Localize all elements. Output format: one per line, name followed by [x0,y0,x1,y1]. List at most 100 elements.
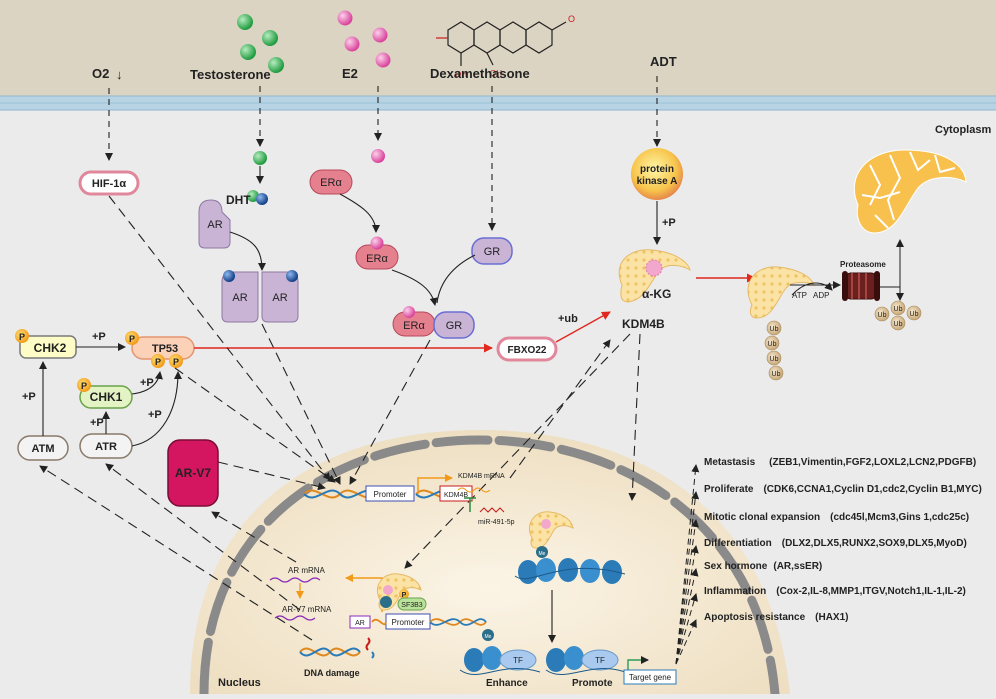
ub-label-2: Ub [768,341,777,348]
enhancer-tf-label: TF [513,656,523,665]
ar-dna-helix [371,618,487,626]
outcome-sex-hormone: Sex hormone(AR,ssER) [704,561,822,572]
extracellular-region [0,0,996,96]
outcome-metastasis: Metastasis (ZEB1,Vimentin,FGF2,LOXL2,LCN2… [704,457,976,468]
atm-label: ATM [31,443,54,455]
hif1a-node: HIF-1α [78,170,140,196]
dna-damage-label: DNA damage [304,668,360,678]
er-bound-e2-ball [370,236,384,250]
testosterone-ball [253,151,267,165]
tp53-label: TP53 [152,343,178,355]
atm-node: ATM [17,435,69,461]
promoter-box [365,485,415,502]
ar-dimer-dht-right [286,270,298,282]
outcome-genes: (Cox-2,IL-8,MMP1,ITGV,Notch1,IL-1,IL-2) [776,586,966,597]
promote-label: Promote [572,678,613,689]
enhance-label: Enhance [486,678,528,689]
er-alpha-monomer-label: ERα [320,177,342,189]
dht-ball-blue [256,193,268,205]
kdm4b-protein: α-KG [618,249,691,303]
outcome-proliferate: Proliferate(CDK6,CCNA1,Cyclin D1,cdc2,Cy… [704,484,982,495]
atp-label: ATP [792,291,807,300]
atr-label: ATR [95,441,117,453]
chk1-p-label: P [81,381,87,391]
chk1-label: CHK1 [90,390,123,404]
fbxo22-to-kdm4b-arrow [555,311,611,343]
fbxo22-label: FBXO22 [508,345,547,356]
tp53-p-badge-1 [125,331,139,345]
released-ubiquitin: Ub Ub Ub Ub [874,300,922,331]
ar-v7-label: AR-V7 [175,466,211,480]
cell-membrane [0,95,996,111]
atm-plus-p-label: +P [22,391,36,403]
enhancer-complex: Me TF [459,629,541,675]
adp-label: ADP [813,291,829,300]
nucleus-to-ar-v7-arrow [211,511,297,563]
kdm4b-transcription-arrow [417,474,453,494]
e2-cytoplasm-ball [371,149,385,163]
outcome-name: Metastasis [704,457,756,468]
pka-label-line1: protein [640,164,674,175]
outcome-genes: (HAX1) [815,612,848,623]
mir-inhibition [464,497,476,512]
er-alpha-bound: ERα [355,236,399,270]
outcome-differentiation: Differentiation(DLX2,DLX5,RUNX2,SOX9,DLX… [704,538,967,549]
ub-label-1: Ub [770,326,779,333]
ar-v7-mrna-label: AR-V7 mRNA [282,605,332,614]
mir-hairpin [479,507,505,513]
ar-gene-label: AR [355,620,365,627]
kdm4b-mrna-label: KDM4B mRNA [458,473,505,480]
nucleus-to-kdm4b-arrow [509,339,611,479]
hif1a-label: HIF-1α [92,178,127,190]
target-gene-box [623,669,677,685]
free-ub-label-4: Ub [894,321,903,328]
nucleus-to-atm-arrow [39,465,313,641]
ar-monomer-label: AR [207,219,222,231]
ar-v7-mrna-strand [274,615,316,621]
kdm4b-ubiquitinated [747,266,815,319]
outcome-genes: (CDK6,CCNA1,Cyclin D1,cdc2,Cyclin B1,MYC… [763,484,981,495]
sf3b3-p-label: P [402,592,407,599]
atr-node: ATR [79,433,133,459]
tp53-p-badge-2 [151,354,165,368]
proteasome-label: Proteasome [840,260,886,269]
free-ub-label-3: Ub [910,311,919,318]
ubiquitin-chain: Ub Ub Ub Ub [764,320,784,381]
outcome-genes: (cdc45l,Mcm3,Gins 1,cdc25c) [830,512,969,523]
plus-ub-label: +ub [558,313,578,325]
tp53-p-label-1: P [129,334,135,344]
hif1a-to-nucleus-arrow [108,195,331,481]
chk1-node: P CHK1 [77,378,133,409]
er-gr-er-label: ERα [403,320,425,332]
dexa-oh1-label: OH [455,70,467,79]
pka-label-line2: kinase A [637,176,678,187]
promoter-label: Promoter [374,490,407,499]
proteasome [842,271,880,301]
testosterone-label: Testosterone [190,67,271,82]
promoter-tf-label: TF [595,656,605,665]
outcome-arrows [675,464,700,665]
chromatin-me-label: Me [539,551,546,557]
cytoplasm-label: Cytoplasm [935,124,991,136]
outcome-name: Differentiation [704,538,772,549]
kdm4b-to-chromatin-arrow [628,333,641,501]
kdm4b-mrna-strand [457,487,491,493]
chk2-p-badge [15,329,29,343]
outcome-genes: (ZEB1,Vimentin,FGF2,LOXL2,LCN2,PDGFB) [769,457,976,468]
degraded-kdm4b [853,149,967,234]
dexa-oh2-label: OH [490,69,502,78]
tp53-p-label-2: P [155,357,161,367]
mir-label: miR-491-5p [478,519,515,526]
pka-plus-p-label: +P [662,217,676,229]
nucleosome-array [514,558,626,584]
er-gr-complex-arrow [391,269,438,306]
atr-plus-p-label: +P [90,417,104,429]
dexa-o-label: O [568,14,575,24]
e2-label: E2 [342,66,358,81]
outcome-list: Metastasis (ZEB1,Vimentin,FGF2,LOXL2,LCN2… [704,457,982,623]
tp53-to-nucleus-arrow [174,367,336,483]
damaged-dna-helix [299,637,375,659]
tp53-node: P P P TP53 [125,331,195,368]
chk2-label: CHK2 [34,341,67,355]
